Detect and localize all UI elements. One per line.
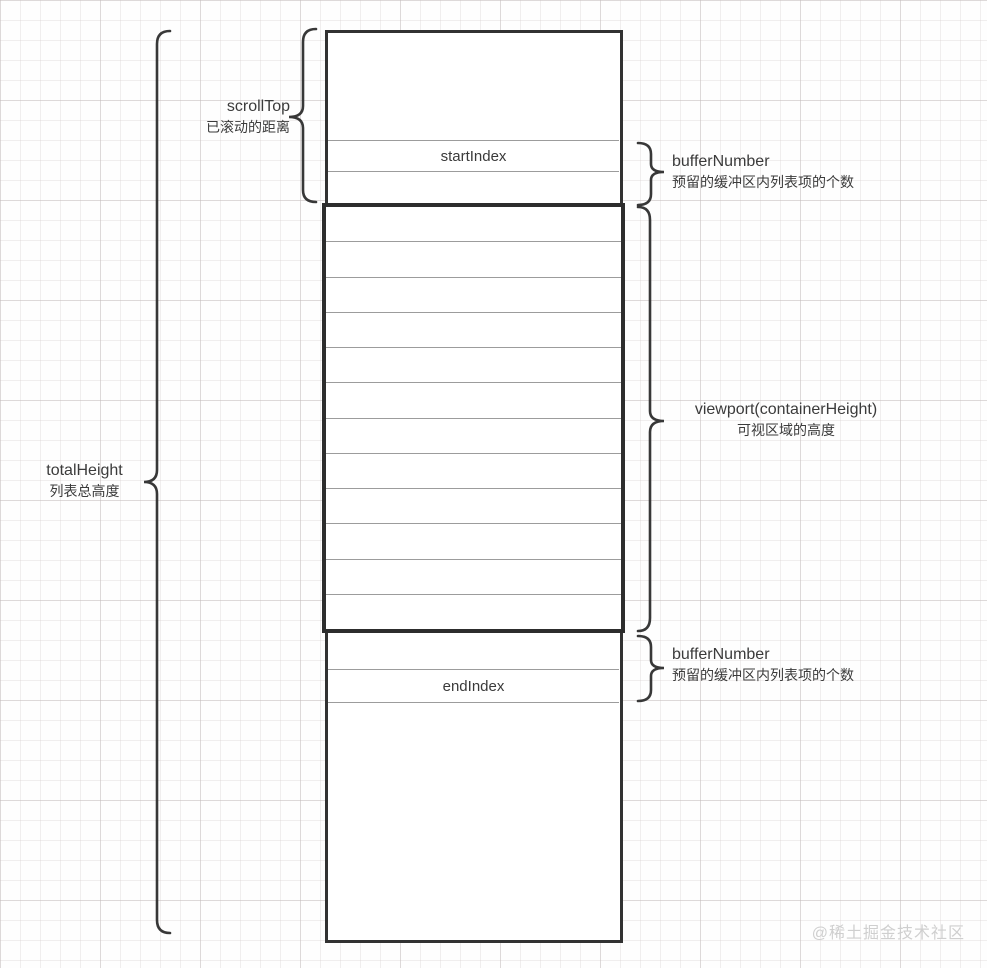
viewport-brace [636,205,665,633]
buffer-bottom-brace [636,634,665,703]
viewport-list-row [326,524,621,560]
buffer-number-bottom-title: bufferNumber [672,646,770,663]
scroll-top-desc: 已滚动的距离 [206,119,290,135]
buffer-number-top-desc: 预留的缓冲区内列表项的个数 [672,174,854,190]
viewport-label: viewport(containerHeight) 可视区域的高度 [681,400,891,440]
buffer-number-top-label: bufferNumber 预留的缓冲区内列表项的个数 [672,152,902,192]
viewport-list-row [326,419,621,454]
viewport-title: viewport(containerHeight) [694,401,878,418]
viewport-list-row [326,242,621,278]
total-height-label: totalHeight 列表总高度 [12,461,157,501]
viewport-list-row [326,560,621,595]
viewport-list-row [326,595,621,629]
end-index-label: endIndex [442,677,505,695]
viewport-list-row [326,348,621,384]
viewport-list-row [326,383,621,419]
end-index-row: endIndex [328,669,619,703]
buffer-number-bottom-desc: 预留的缓冲区内列表项的个数 [672,667,854,683]
scroll-top-label: scrollTop 已滚动的距离 [120,97,290,137]
scroll-top-brace [288,27,318,204]
viewport-list-row [326,313,621,348]
viewport-box [322,203,625,633]
scroll-top-title: scrollTop [226,98,290,115]
viewport-desc: 可视区域的高度 [737,422,835,438]
buffer-top-brace [636,141,665,207]
watermark: @稀土掘金技术社区 [811,925,965,942]
buffer-number-top-title: bufferNumber [672,153,770,170]
viewport-list-row [326,207,621,243]
viewport-list-row [326,454,621,489]
total-height-title: totalHeight [46,462,123,479]
viewport-list-row [326,278,621,313]
total-height-desc: 列表总高度 [49,483,120,499]
viewport-list-row [326,489,621,525]
start-index-row: startIndex [328,140,619,172]
start-index-label: startIndex [440,147,507,165]
buffer-number-bottom-label: bufferNumber 预留的缓冲区内列表项的个数 [672,645,902,685]
